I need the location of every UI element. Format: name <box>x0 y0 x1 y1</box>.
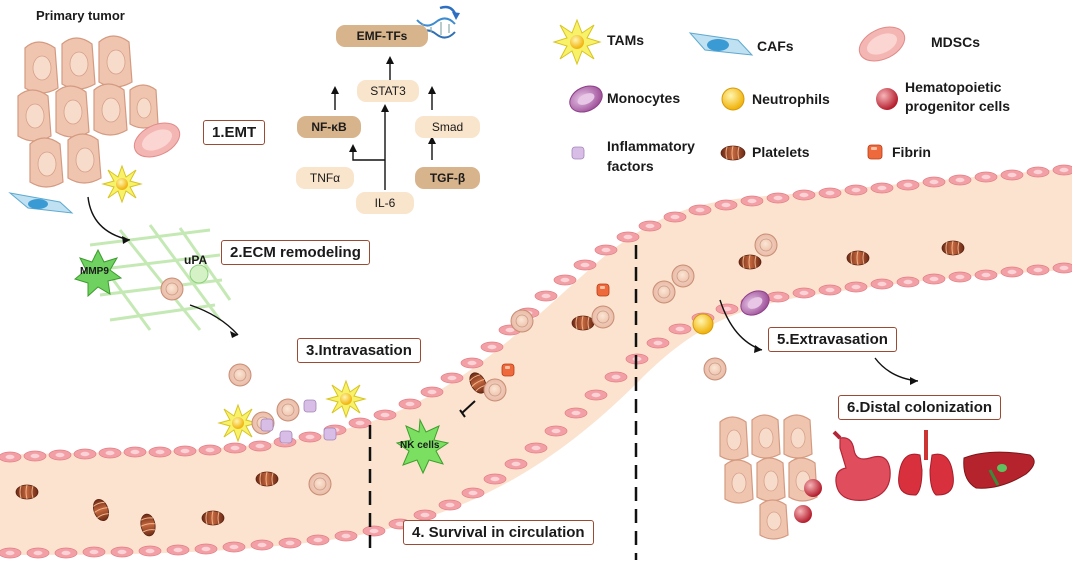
nk-cells-label: NK cells <box>400 440 440 451</box>
legend-icons <box>552 18 906 161</box>
step-survival: 4. Survival in circulation <box>403 520 594 545</box>
neutrophil-icon <box>692 313 714 335</box>
inflammatory-factor-icon <box>260 418 274 432</box>
liver-icon <box>963 451 1035 489</box>
pathway-arrows <box>334 62 433 190</box>
mmp9-label: MMP9 <box>80 266 109 277</box>
legend-inflammatory-line1: Inflammatory <box>607 138 695 154</box>
hpc-icon <box>876 88 898 110</box>
tam-icon <box>218 404 258 442</box>
legend-hpc-line1: Hematopoietic <box>905 79 1002 95</box>
hpc-icon <box>804 479 822 497</box>
fibrin-icon <box>501 363 515 377</box>
legend-inflammatory-line2: factors <box>607 158 654 174</box>
platelet-icon <box>720 145 746 161</box>
neutrophil-icon <box>721 87 745 111</box>
stat3-node: STAT3 <box>357 80 419 102</box>
inflammatory-factor-icon <box>323 427 337 441</box>
tgfb-node: TGF-β <box>415 167 480 189</box>
smad-node: Smad <box>415 116 480 138</box>
legend-cafs: CAFs <box>757 38 794 54</box>
il6-node: IL-6 <box>356 192 414 214</box>
fibrin-icon <box>596 283 610 297</box>
mdsc-icon <box>858 26 906 62</box>
step-intravasation: 3.Intravasation <box>297 338 421 363</box>
legend-platelets: Platelets <box>752 144 810 160</box>
step-emt: 1.EMT <box>203 120 266 145</box>
tam-icon <box>552 18 602 66</box>
tumor-cell-icon <box>276 398 300 422</box>
inflammatory-factor-icon <box>279 430 293 444</box>
emf-tfs-node: EMF-TFs <box>336 25 428 47</box>
tnfa-node: TNFα <box>296 167 354 189</box>
mdsc-icon <box>133 122 181 158</box>
tam-icon <box>326 380 366 418</box>
monocyte-icon <box>740 290 770 316</box>
upa-label: uPA <box>184 253 208 267</box>
monocyte-icon <box>569 85 603 113</box>
inflammatory-factor-icon <box>571 146 585 160</box>
legend-monocytes: Monocytes <box>607 90 681 106</box>
step-extravasation: 5.Extravasation <box>768 327 897 352</box>
primary-tumor-cluster <box>17 35 159 188</box>
hpc-icon <box>794 505 812 523</box>
step-ecm-remodeling: 2.ECM remodeling <box>221 240 370 265</box>
inhibition-marker <box>459 400 476 418</box>
pathway-arrowheads <box>331 56 436 152</box>
secondary-tumor-cluster <box>719 414 818 540</box>
blood-vessel <box>0 168 1072 555</box>
caf-icon <box>8 192 74 214</box>
migrating-tumor-cell <box>160 277 184 301</box>
legend-mdscs: MDSCs <box>931 34 981 50</box>
mmp9-icon <box>73 248 123 298</box>
inflammatory-factor-icon <box>303 399 317 413</box>
legend-tams: TAMs <box>607 32 645 48</box>
nfkb-node: NF-κB <box>297 116 361 138</box>
fibrin-icon <box>867 144 883 160</box>
caf-icon <box>688 32 754 56</box>
legend-fibrin: Fibrin <box>892 144 931 160</box>
step-colonization: 6.Distal colonization <box>838 395 1002 420</box>
tam-icon <box>102 165 142 203</box>
arrowheads <box>122 236 918 385</box>
nk-cell-icon <box>395 418 450 475</box>
legend-hpc-line2: progenitor cells <box>905 98 1011 114</box>
upa-icon <box>189 264 209 284</box>
lungs-icon <box>898 430 954 496</box>
legend-neutrophils: Neutrophils <box>752 91 830 107</box>
stomach-icon <box>832 430 891 501</box>
primary-tumor-title: Primary tumor <box>36 8 125 23</box>
